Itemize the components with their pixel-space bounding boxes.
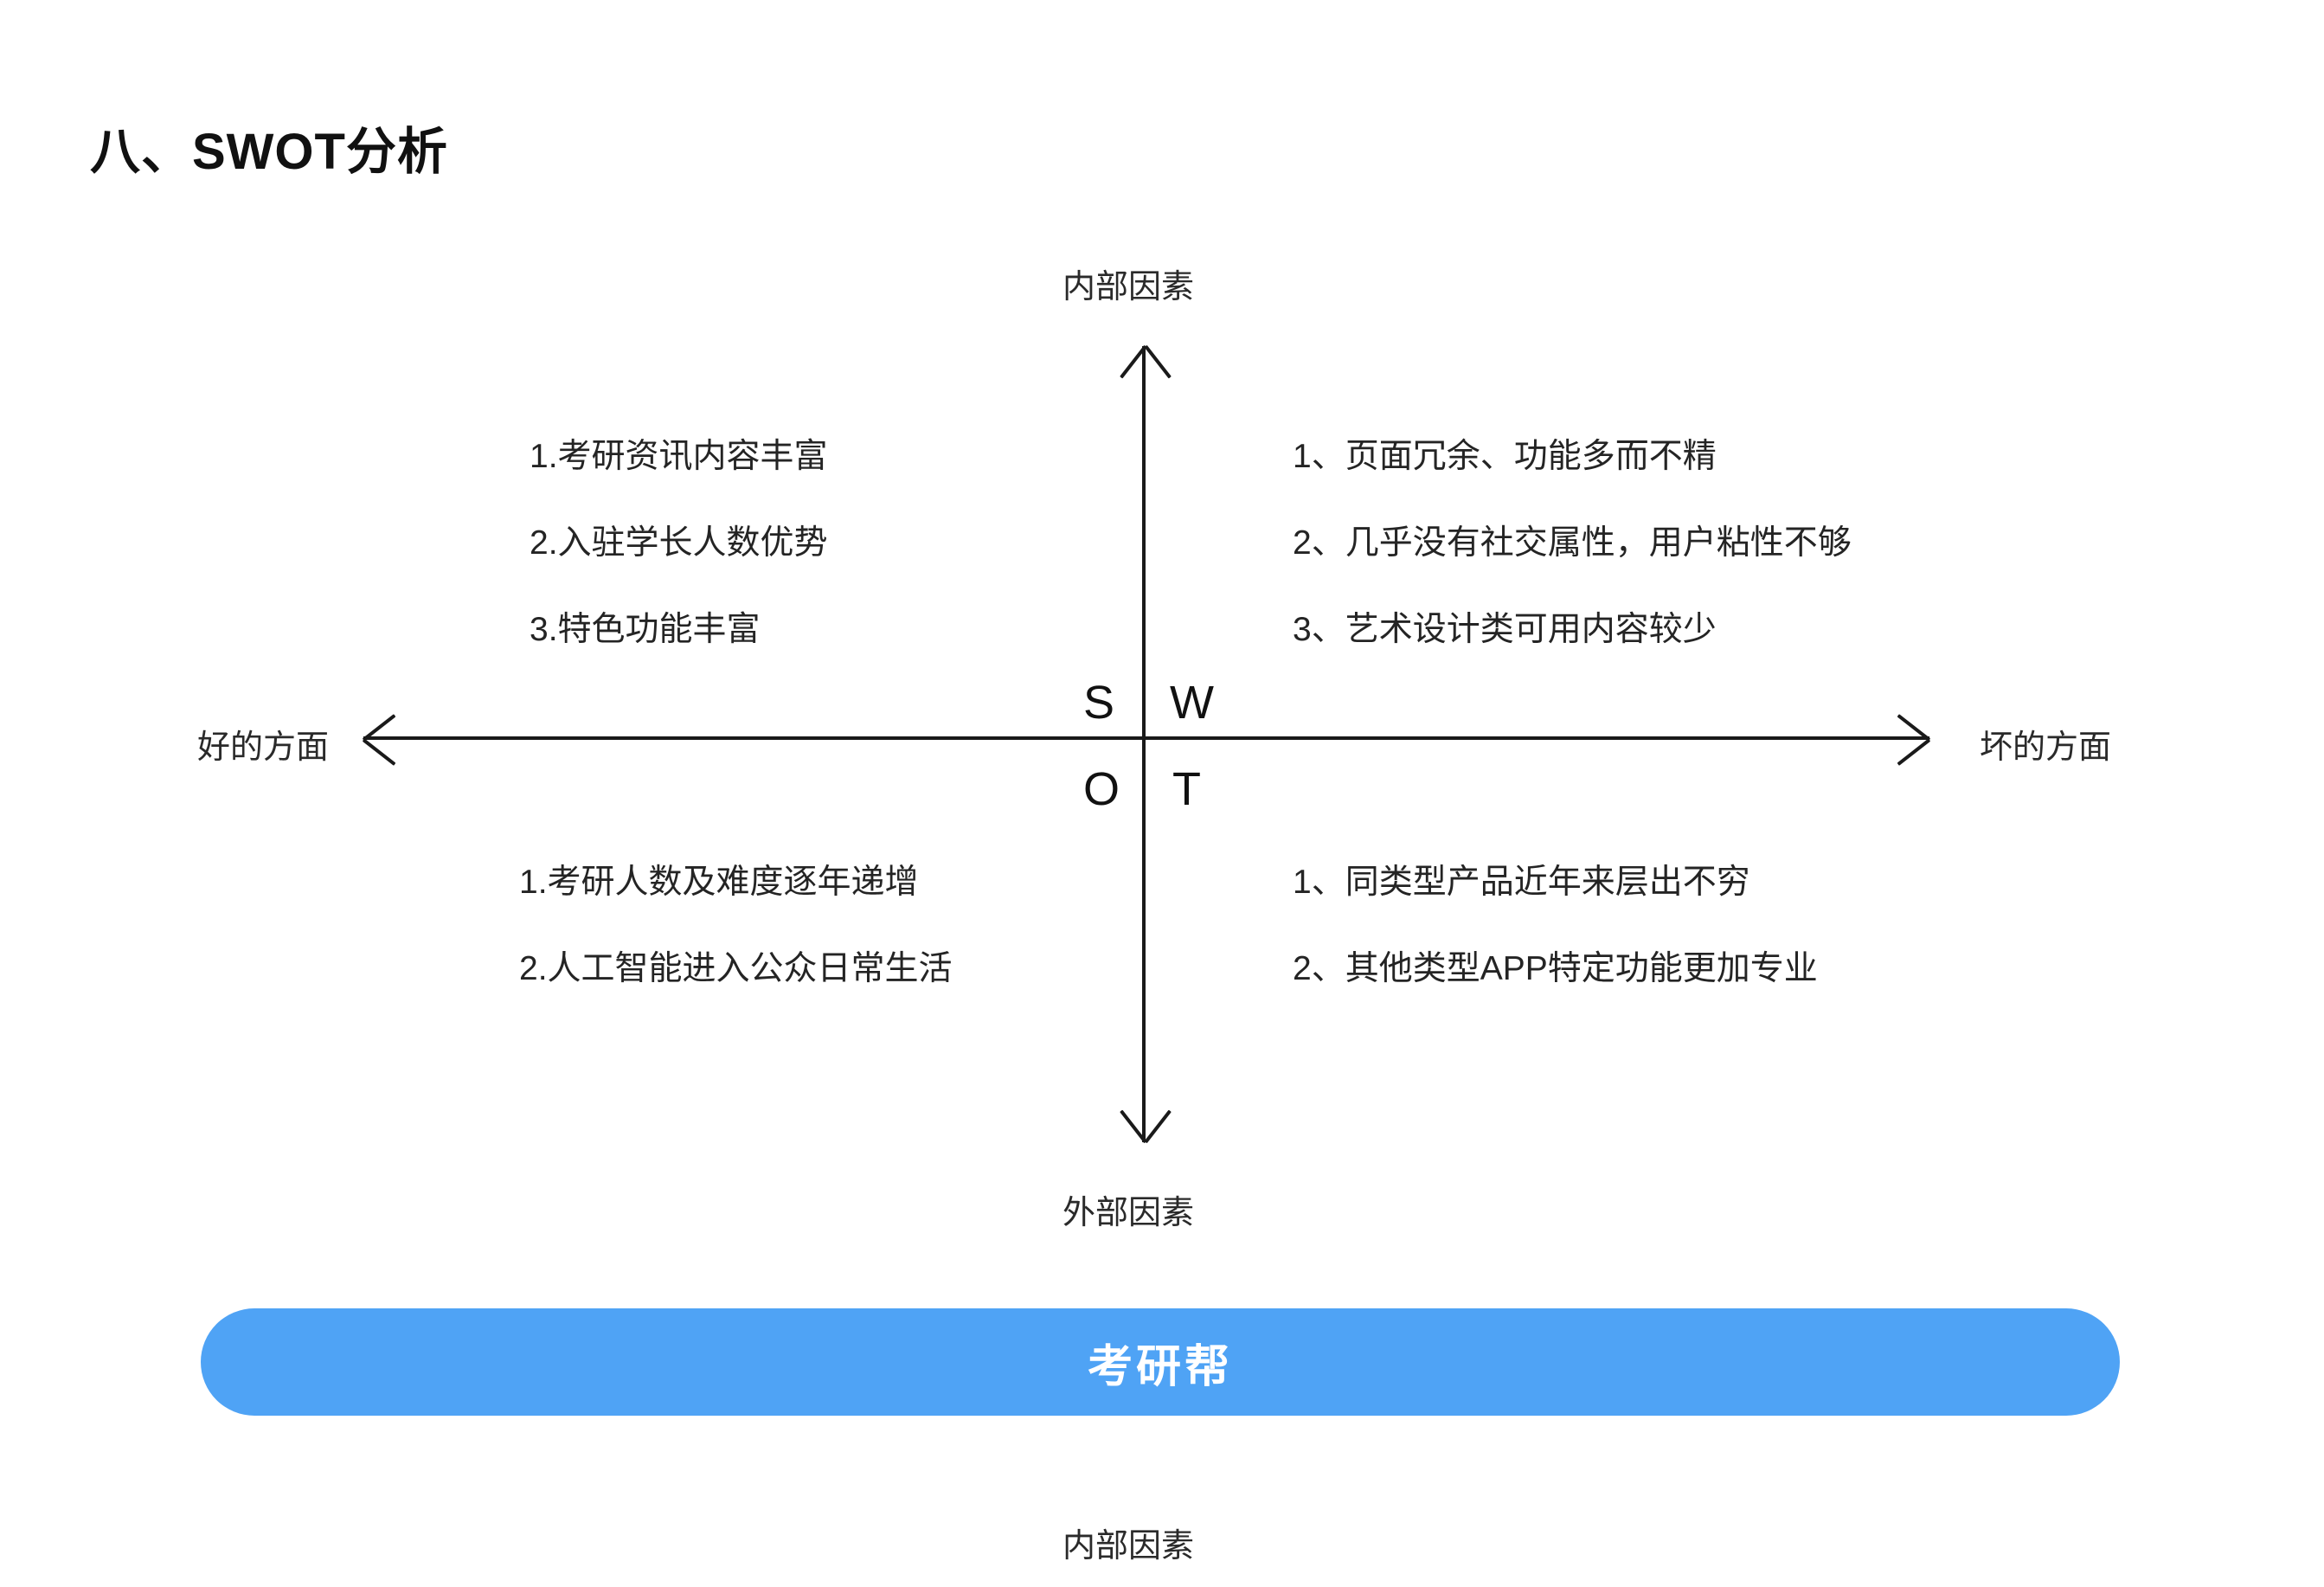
list-item: 2.入驻学长人数优势 (530, 524, 828, 562)
vertical-axis-line (1142, 346, 1146, 1142)
quadrant-opportunities: 1.考研人数及难度逐年递增 2.人工智能进入公众日常生活 (519, 865, 1125, 986)
list-item: 2.人工智能进入公众日常生活 (519, 950, 953, 987)
brand-banner: 考研帮 (201, 1308, 2120, 1416)
quadrant-strengths: 1.考研资讯内容丰富 2.入驻学长人数优势 3.特色功能丰富 (530, 440, 1083, 646)
axis-caption-top: 内部因素 (1062, 269, 1195, 305)
swot-letter-w: W (1170, 677, 1214, 729)
footer-caption: 内部因素 (1062, 1528, 1195, 1565)
swot-letter-s: S (1083, 677, 1115, 729)
axis-caption-bottom: 外部因素 (1062, 1195, 1195, 1231)
list-item: 1、页面冗余、功能多而不精 (1293, 438, 1717, 475)
list-item: 1.考研资讯内容丰富 (530, 438, 828, 475)
list-item: 1、同类型产品近年来层出不穷 (1293, 864, 1750, 901)
list-item: 3、艺术设计类可用内容较少 (1293, 611, 1717, 648)
axis-caption-left: 好的方面 (197, 729, 330, 766)
swot-letter-o: O (1083, 763, 1120, 815)
list-item: 1.考研人数及难度逐年递增 (519, 864, 919, 901)
axis-caption-right: 坏的方面 (1980, 729, 2112, 766)
brand-banner-label: 考研帮 (1087, 1341, 1233, 1392)
quadrant-threats: 1、同类型产品近年来层出不穷 2、其他类型APP特定功能更加专业 (1293, 865, 1950, 986)
horizontal-axis-line (363, 736, 1929, 740)
list-item: 2、其他类型APP特定功能更加专业 (1293, 950, 1818, 987)
page-title: 八、SWOT分析 (90, 124, 448, 180)
list-item: 3.特色功能丰富 (530, 611, 761, 648)
swot-letter-t: T (1172, 763, 1201, 815)
quadrant-weaknesses: 1、页面冗余、功能多而不精 2、几乎没有社交属性，用户粘性不够 3、艺术设计类可… (1293, 440, 1950, 646)
list-item: 2、几乎没有社交属性，用户粘性不够 (1293, 524, 1852, 562)
